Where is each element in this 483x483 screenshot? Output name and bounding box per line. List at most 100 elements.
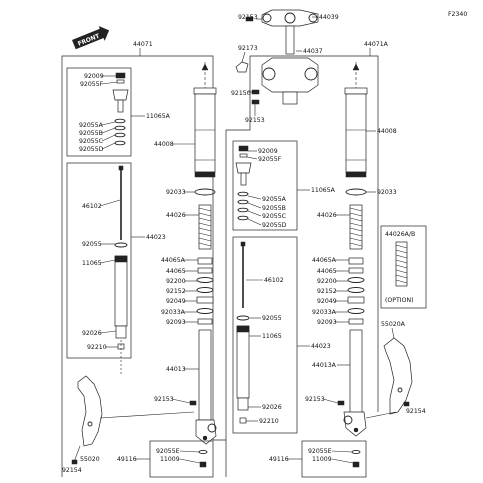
- right-label-92152: 92152: [317, 288, 337, 295]
- left-label-44065: 44065: [166, 268, 186, 275]
- upper-bracket-44039: [261, 9, 319, 27]
- option-part-label: 44026A/B: [385, 231, 415, 238]
- left-label-92200: 92200: [166, 278, 186, 285]
- label-44037: 44037: [303, 48, 323, 55]
- left-label-11009: 11009: [160, 456, 180, 463]
- right-label-92093: 92093: [317, 319, 337, 326]
- left-cartridge-top-parts: [112, 72, 129, 146]
- right-label-92055e: 92055E: [308, 448, 332, 455]
- left-label-92055f: 92055F: [80, 81, 104, 88]
- left-inner-tube-44013: [195, 329, 217, 445]
- label-92153-mid: 92153: [245, 117, 265, 124]
- right-spring-44026: [349, 204, 363, 250]
- left-label-92055d: 92055D: [79, 146, 104, 153]
- right-label-44065a: 44065A: [312, 257, 337, 264]
- right-label-92200: 92200: [317, 278, 337, 285]
- left-label-92033: 92033: [166, 189, 186, 196]
- right-label-92026: 92026: [262, 404, 282, 411]
- right-label-11065: 11065: [262, 333, 282, 340]
- left-label-92154: 92154: [62, 467, 82, 474]
- left-label-92210: 92210: [87, 344, 107, 351]
- right-guard-link: [365, 411, 397, 419]
- right-label-92033: 92033: [377, 189, 397, 196]
- right-label-92055c: 92055C: [262, 213, 286, 220]
- left-label-11065a: 11065A: [146, 113, 171, 120]
- left-label-44026: 44026: [166, 212, 186, 219]
- right-guard-55020a: [383, 337, 413, 415]
- label-44071: 44071: [133, 41, 153, 48]
- label-44039: 44039: [319, 14, 339, 21]
- right-label-44026: 44026: [317, 212, 337, 219]
- figure-code: F2340: [448, 11, 467, 18]
- left-label-44008: 44008: [154, 141, 174, 148]
- cable-guide-92173: [235, 61, 249, 73]
- right-label-92055: 92055: [262, 315, 282, 322]
- right-label-92055d: 92055D: [262, 222, 287, 229]
- right-label-11065a: 11065A: [311, 187, 336, 194]
- right-label-44023: 44023: [311, 343, 331, 350]
- option-caption: (OPTION): [385, 297, 414, 304]
- label-92150: 92150: [231, 90, 251, 97]
- option-spring-44026ab: [395, 241, 408, 287]
- right-seal-stack: [347, 257, 365, 325]
- left-label-44023: 44023: [146, 234, 166, 241]
- right-bolt-92153: [337, 400, 345, 406]
- right-cartridge-box: [232, 140, 298, 231]
- left-bottom-parts: [198, 449, 208, 468]
- right-label-92154: 92154: [406, 408, 426, 415]
- left-label-55020: 55020: [80, 456, 100, 463]
- left-spring-44026: [198, 204, 212, 250]
- right-label-92210: 92210: [259, 418, 279, 425]
- right-label-49116: 49116: [269, 456, 289, 463]
- right-label-92009: 92009: [258, 148, 278, 155]
- left-label-92033a: 92033A: [161, 309, 186, 316]
- left-label-11065: 11065: [82, 260, 102, 267]
- left-outer-tube-44008: [193, 62, 217, 196]
- left-label-44013: 44013: [166, 366, 186, 373]
- steering-stem-44037: [261, 25, 319, 105]
- left-guard-link: [99, 411, 195, 419]
- left-damper-rod: [114, 165, 128, 376]
- right-label-92055a: 92055A: [262, 196, 287, 203]
- label-92173: 92173: [238, 45, 258, 52]
- right-label-92055f: 92055F: [258, 156, 282, 163]
- right-outer-tube-44008: [344, 62, 368, 196]
- right-bottom-parts: [351, 449, 361, 468]
- right-label-11009: 11009: [312, 456, 332, 463]
- left-label-92055c: 92055C: [79, 138, 103, 145]
- right-label-92055b: 92055B: [262, 205, 286, 212]
- left-label-92055e: 92055E: [156, 448, 180, 455]
- left-label-92093: 92093: [166, 319, 186, 326]
- left-label-92152: 92152: [166, 288, 186, 295]
- left-label-92055: 92055: [82, 241, 102, 248]
- right-inner-cartridge-box: [232, 236, 298, 434]
- right-label-92033a: 92033A: [312, 309, 337, 316]
- left-label-92009: 92009: [84, 73, 104, 80]
- front-arrow-badge: FRONT: [72, 25, 110, 50]
- left-label-92026: 92026: [82, 330, 102, 337]
- left-label-92049: 92049: [166, 298, 186, 305]
- option-box: [380, 225, 427, 309]
- left-cartridge-box: [66, 67, 132, 157]
- left-label-49116: 49116: [117, 456, 137, 463]
- front-arrow-icon: [72, 25, 110, 50]
- right-label-44008: 44008: [377, 128, 397, 135]
- left-label-92153: 92153: [154, 396, 174, 403]
- right-assembly-frame: [225, 55, 379, 477]
- handlebar-clamp-bolt: [245, 16, 254, 22]
- left-assembly-frame: [61, 55, 226, 477]
- right-inner-tube-44013a: [343, 329, 367, 437]
- right-damper-rod: [236, 241, 250, 424]
- right-label-55020a: 55020A: [381, 321, 406, 328]
- left-inner-cartridge-box: [66, 162, 132, 359]
- right-cartridge-top-parts: [235, 145, 252, 221]
- right-label-44065: 44065: [317, 268, 337, 275]
- right-label-92153: 92153: [305, 396, 325, 403]
- left-bolt-92153: [189, 400, 197, 406]
- left-label-46102: 46102: [82, 203, 102, 210]
- right-label-44013a: 44013A: [312, 362, 337, 369]
- bolts-92150: [251, 89, 260, 105]
- left-guard-55020: [71, 375, 103, 465]
